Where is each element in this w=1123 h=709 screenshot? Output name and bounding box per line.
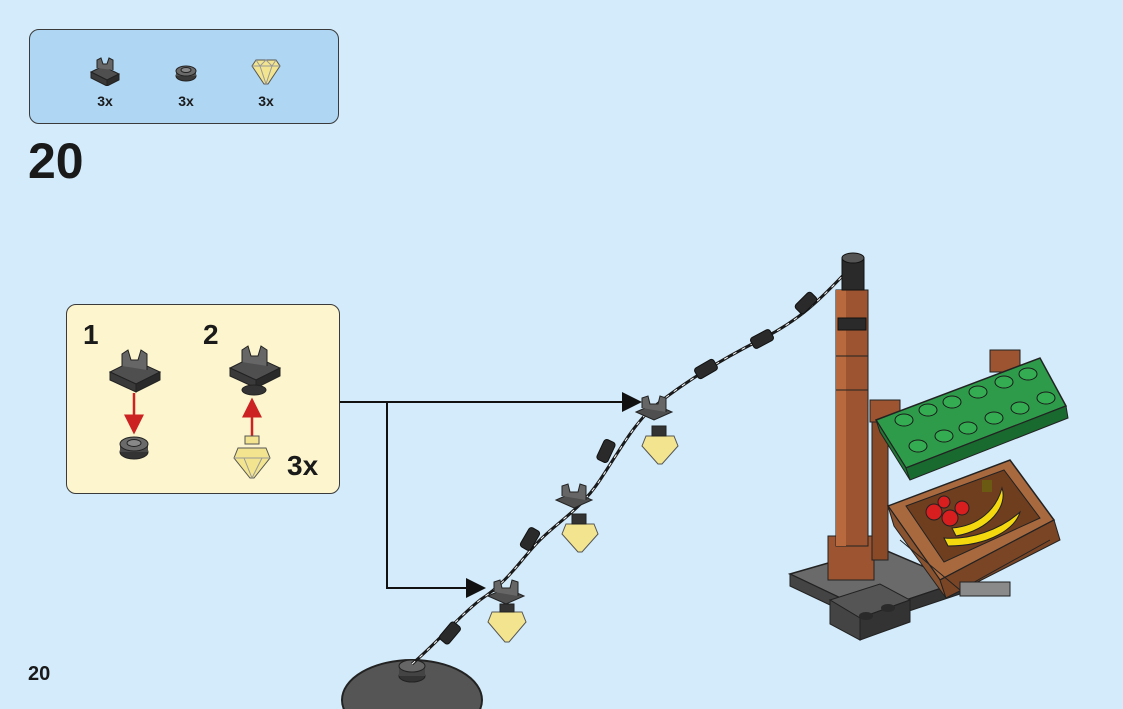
clip-plate-icon: [89, 57, 121, 87]
parts-callout: 3x 3x 3x: [29, 29, 339, 124]
substep-2-clip-assembled: [228, 345, 282, 396]
bananas: [943, 480, 1021, 547]
substep-2-label: 2: [203, 319, 219, 350]
part-clip-plate: 3x: [80, 52, 130, 109]
lamp-base: [341, 659, 483, 709]
step-number: 20: [28, 133, 84, 189]
part-qty: 3x: [178, 93, 194, 109]
cable-segments: [439, 291, 818, 645]
stall-pole: [827, 252, 875, 581]
part-lamp-gem: 3x: [241, 52, 291, 109]
part-qty: 3x: [258, 93, 274, 109]
part-qty: 3x: [97, 93, 113, 109]
round-plate-icon: [175, 65, 197, 82]
lamp-gem-icon: [251, 59, 281, 86]
string-lamp-1: [486, 579, 527, 643]
callout-arrow-lower: [386, 402, 486, 598]
page-number: 20: [28, 663, 51, 685]
subassembly-callout: 1 2 3x: [66, 304, 340, 494]
subassembly-multiplier: 3x: [287, 450, 319, 481]
substep-1-clip: [108, 349, 162, 393]
light-string-cable: [411, 266, 852, 666]
substep-1-round-plate: [119, 436, 149, 460]
red-fruit: [925, 495, 970, 527]
fruit-crate: [886, 459, 1061, 599]
substep-2-lamp-gem: [233, 435, 271, 480]
string-lamp-2: [554, 483, 599, 553]
substep-1-label: 1: [83, 319, 99, 350]
string-lamp-3: [634, 395, 679, 465]
part-round-plate: 3x: [161, 52, 211, 109]
stall-roof: [869, 349, 1069, 481]
